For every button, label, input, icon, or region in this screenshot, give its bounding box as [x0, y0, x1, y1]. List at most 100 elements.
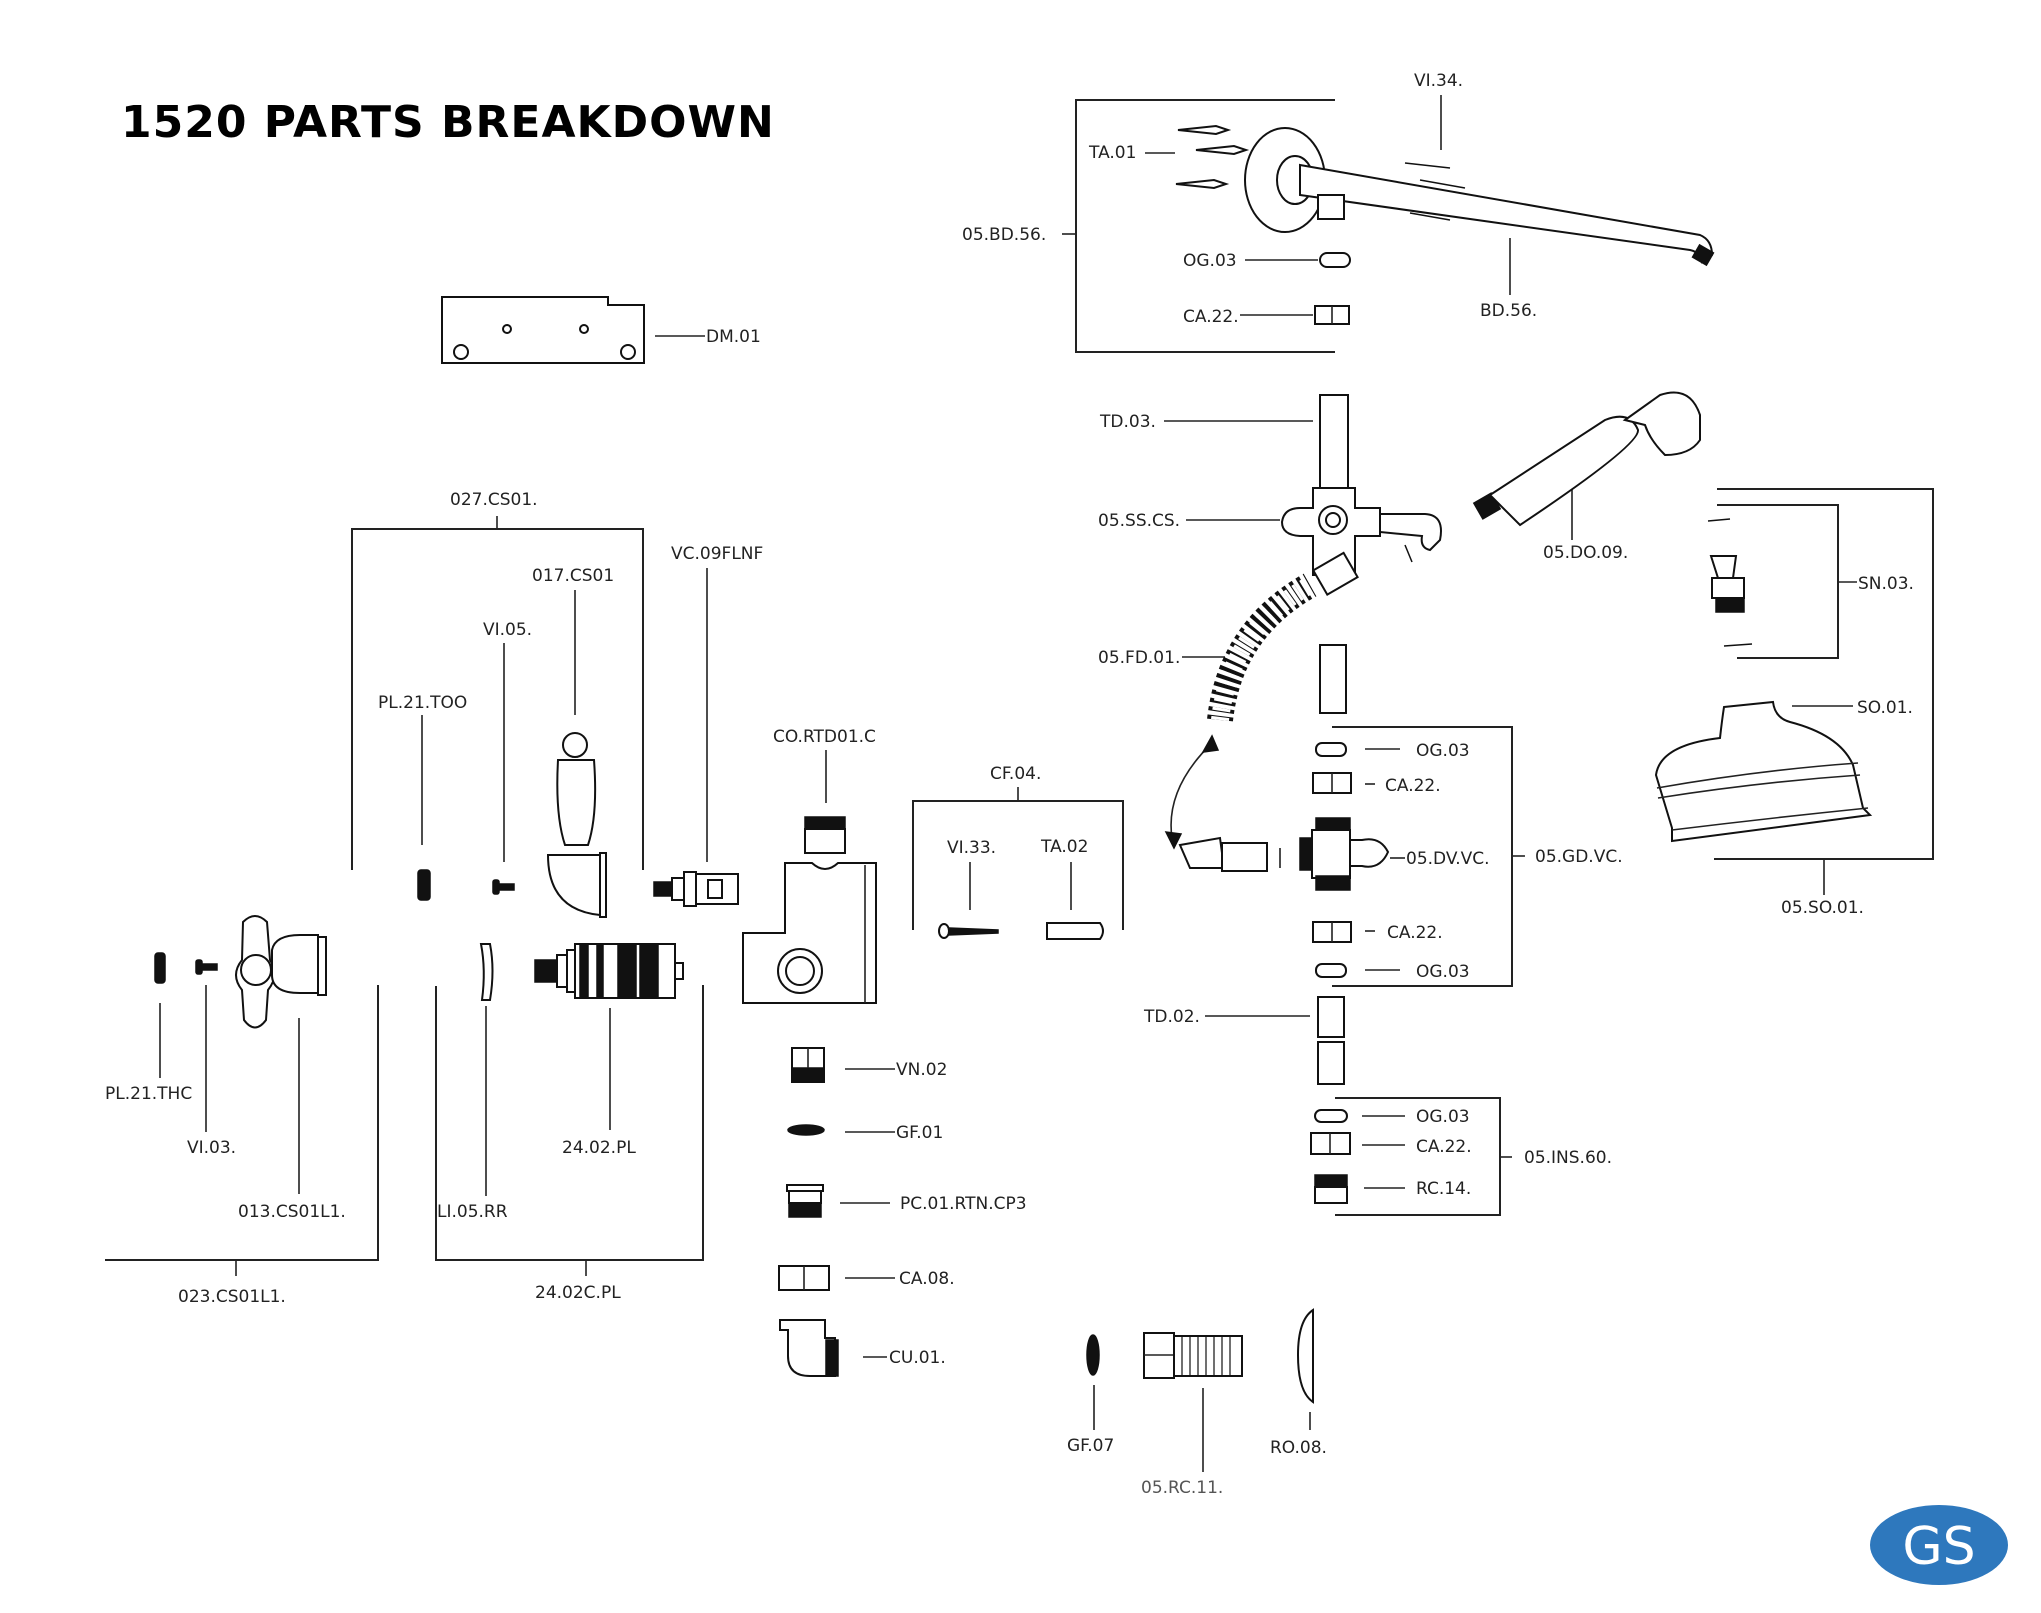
- label-vc-09flnf: VC.09FLNF: [671, 544, 763, 564]
- page-title: 1520 PARTS BREAKDOWN: [121, 97, 775, 148]
- logo-text: GS: [1902, 1517, 1975, 1577]
- plate-hole: [502, 324, 512, 334]
- hose-arrow-icon: [1170, 744, 1211, 839]
- handle-kit-bracket: [351, 528, 644, 870]
- label-05-ss-cs: 05.SS.CS.: [1098, 511, 1180, 531]
- backplate-icon: [441, 296, 645, 364]
- label-05-gd-vc: 05.GD.VC.: [1535, 847, 1623, 867]
- fixing-kit-assembly: CF.04. VI.33. TA.02: [912, 764, 1124, 940]
- cartridge-kit-bracket: [435, 985, 704, 1261]
- label-vi-05: VI.05.: [483, 620, 532, 640]
- rosette-icon: [1296, 1308, 1314, 1404]
- riser-assembly: TD.03. 05.SS.CS. 05.FD.01. 05.DO.09.: [1098, 391, 1701, 1085]
- lever-handle-icon: [546, 732, 607, 918]
- label-og-03-div-b: OG.03: [1416, 962, 1470, 982]
- label-ca-22-div-a: CA.22.: [1385, 776, 1441, 796]
- washer-icon: [1086, 1334, 1100, 1376]
- fixing-kit-bracket: [912, 800, 1124, 930]
- shower-head-assembly: 05.SO.01. SN.03. SO.01.: [1654, 488, 1934, 918]
- label-vn-02: VN.02: [896, 1060, 947, 1080]
- label-gf-07: GF.07: [1067, 1436, 1114, 1456]
- label-05-fd-01: 05.FD.01.: [1098, 648, 1180, 668]
- o-ring-icon: [1315, 742, 1347, 757]
- shower-arm-assembly: 05.BD.56. TA.01 VI.34. OG.03 CA.22. B: [962, 71, 1715, 353]
- wall-anchors-icon: [1175, 124, 1250, 190]
- lock-ring-icon: [479, 943, 494, 1001]
- hose-icon: [1207, 551, 1359, 722]
- cap-icon: [786, 1184, 824, 1218]
- label-ca-22-arm: CA.22.: [1183, 307, 1239, 327]
- label-24-02c-pl: 24.02C.PL: [535, 1283, 621, 1303]
- washer-icon: [1707, 518, 1731, 522]
- swivel-nut-icon: [1709, 555, 1745, 613]
- label-ta-01: TA.01: [1088, 143, 1136, 163]
- label-rc-14: RC.14.: [1416, 1179, 1471, 1199]
- label-pl-21-too: PL.21.TOO: [378, 693, 467, 713]
- valve-cartridge-part: VC.09FLNF: [653, 544, 763, 907]
- arrow-head: [1164, 831, 1183, 850]
- label-cu-01: CU.01.: [889, 1348, 946, 1368]
- label-og-03-inlet: OG.03: [1416, 1107, 1470, 1127]
- hose-end-icon: [1178, 836, 1268, 872]
- label-ca-08: CA.08.: [899, 1269, 955, 1289]
- label-vi-33: VI.33.: [947, 838, 996, 858]
- label-dm-01: DM.01: [706, 327, 761, 347]
- valve-cartridge-icon: [653, 871, 739, 907]
- plate-hole: [579, 324, 589, 334]
- label-sn-03: SN.03.: [1858, 574, 1914, 594]
- arm-inlet-icon: [1317, 194, 1345, 220]
- cross-handle-kit-assembly: 023.CS01L1. PL.21.THC VI.03. 013.CS01L1.: [105, 915, 379, 1307]
- gs-logo: GS: [1870, 1505, 2008, 1585]
- shower-head-icon: [1654, 700, 1873, 843]
- inlet-kit-assembly: 05.INS.60. OG.03 CA.22. RC.14.: [1310, 1097, 1612, 1216]
- screws-icon: [1404, 162, 1466, 221]
- label-05-do-09: 05.DO.09.: [1543, 543, 1628, 563]
- label-td-03: TD.03.: [1099, 412, 1156, 432]
- screw-icon: [195, 959, 218, 975]
- non-return-valve-icon: [791, 1047, 825, 1083]
- label-013-cs01l1: 013.CS01L1.: [238, 1202, 346, 1222]
- wood-screw-icon: [938, 923, 999, 939]
- o-ring-icon: [1314, 1109, 1348, 1123]
- cross-kit-bracket: [105, 985, 379, 1261]
- valve-body-part: CO.RTD01.C: [742, 727, 877, 1004]
- slide-bracket-icon: [1280, 487, 1442, 576]
- label-gf-01: GF.01: [896, 1123, 943, 1143]
- diverter-valve-icon: [1299, 817, 1390, 891]
- reducer-icon: [1314, 1174, 1348, 1204]
- backplate: DM.01: [441, 296, 761, 364]
- label-co-rtd01-c: CO.RTD01.C: [773, 727, 876, 747]
- label-05-dv-vc: 05.DV.VC.: [1406, 849, 1490, 869]
- arrow-head: [1201, 734, 1220, 753]
- arm-thread: [1691, 243, 1715, 267]
- label-pc-01-rtn-cp3: PC.01.RTN.CP3: [900, 1194, 1027, 1214]
- shower-arm-bracket: [1075, 99, 1335, 353]
- cross-handle-icon: [235, 915, 327, 1029]
- cartridge-kit-assembly: 24.02C.PL LI.05.RR 24.02.PL: [435, 943, 704, 1303]
- label-so-01: SO.01.: [1857, 698, 1913, 718]
- gasket-icon: [787, 1124, 825, 1136]
- handle-kit-assembly: 027.CS01. PL.21.TOO VI.05. 017.CS01: [351, 490, 644, 918]
- label-ca-22-inlet: CA.22.: [1416, 1137, 1472, 1157]
- label-017-cs01: 017.CS01: [532, 566, 614, 586]
- shower-arm-icon: [1299, 163, 1714, 264]
- label-24-02-pl: 24.02.PL: [562, 1138, 636, 1158]
- pin-icon: [1404, 544, 1413, 563]
- label-027-cs01: 027.CS01.: [450, 490, 538, 510]
- label-td-02: TD.02.: [1143, 1007, 1200, 1027]
- label-cf-04: CF.04.: [990, 764, 1041, 784]
- hand-shower-icon: [1472, 391, 1701, 527]
- label-05-bd-56: 05.BD.56.: [962, 225, 1046, 245]
- elbow-icon: [779, 1319, 839, 1377]
- label-05-ins-60: 05.INS.60.: [1524, 1148, 1612, 1168]
- lower-column-parts: VN.02 GF.01 PC.01.RTN.CP3 CA.08. CU.01.: [778, 1047, 1027, 1377]
- label-ta-02: TA.02: [1040, 837, 1088, 857]
- threaded-connector-icon: [1143, 1332, 1243, 1379]
- label-pl-21-thc: PL.21.THC: [105, 1084, 192, 1104]
- o-ring-icon: [1319, 252, 1351, 268]
- outlet-parts: GF.07 05.RC.11. RO.08.: [1067, 1308, 1327, 1498]
- label-vi-34: VI.34.: [1414, 71, 1463, 91]
- label-og-03-arm: OG.03: [1183, 251, 1237, 271]
- screw-icon: [492, 879, 515, 895]
- label-023-cs01l1: 023.CS01L1.: [178, 1287, 286, 1307]
